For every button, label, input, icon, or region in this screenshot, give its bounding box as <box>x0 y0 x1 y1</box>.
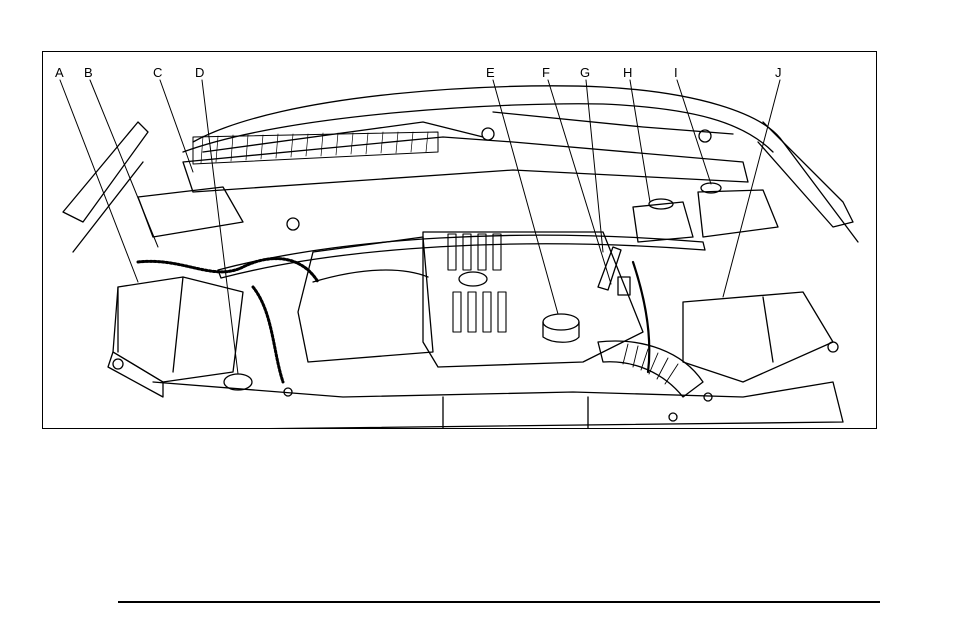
footer-rule <box>118 601 880 603</box>
callout-D: D <box>195 66 204 79</box>
air-cleaner-housing <box>683 292 833 382</box>
strut-tower-brace <box>218 235 705 278</box>
callout-A: A <box>55 66 64 79</box>
battery-area <box>138 187 243 237</box>
callout-C: C <box>153 66 162 79</box>
callout-H: H <box>623 66 632 79</box>
wiring-harness <box>138 259 318 282</box>
coolant-reservoir <box>698 190 778 237</box>
callout-I: I <box>674 66 678 79</box>
callout-F: F <box>542 66 550 79</box>
oil-fill-cap <box>543 314 579 330</box>
engine-compartment-drawing <box>43 52 877 429</box>
callout-B: B <box>84 66 93 79</box>
cowl-panel <box>183 137 748 192</box>
callout-leader-lines <box>60 80 780 374</box>
callout-G: G <box>580 66 590 79</box>
brake-fluid-reservoir <box>633 202 693 242</box>
engine-cover-emblem <box>459 272 487 286</box>
engine-compartment-figure: A B C D E F G H I J <box>42 51 877 429</box>
engine-cover-ribs <box>448 234 506 332</box>
windshield-washer-cap <box>224 374 252 390</box>
callout-E: E <box>486 66 495 79</box>
callout-J: J <box>775 66 782 79</box>
radiator-support <box>153 382 843 429</box>
intake-manifold-left <box>298 237 433 362</box>
air-intake-duct <box>598 341 703 397</box>
